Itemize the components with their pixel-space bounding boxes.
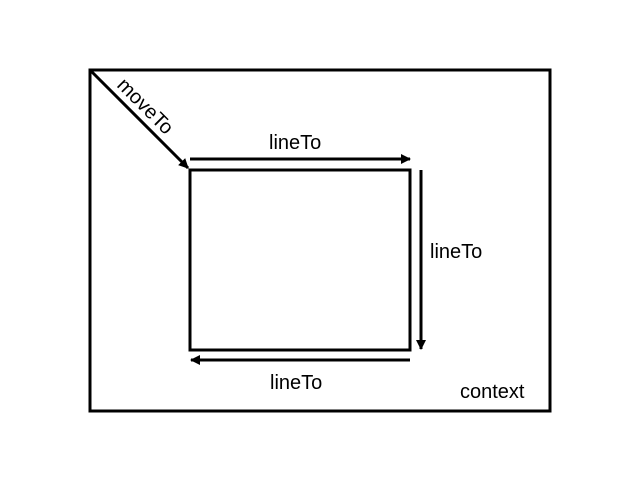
context-frame — [88, 68, 552, 413]
line-to-right-label: lineTo — [430, 241, 482, 263]
line-to-bottom-label: lineTo — [270, 372, 322, 394]
move-to-arrow — [89, 69, 190, 170]
path-rectangle — [188, 168, 412, 352]
line-to-top-label: lineTo — [269, 132, 321, 154]
context-label: context — [460, 381, 525, 403]
move-to-label: moveTo — [112, 74, 177, 139]
